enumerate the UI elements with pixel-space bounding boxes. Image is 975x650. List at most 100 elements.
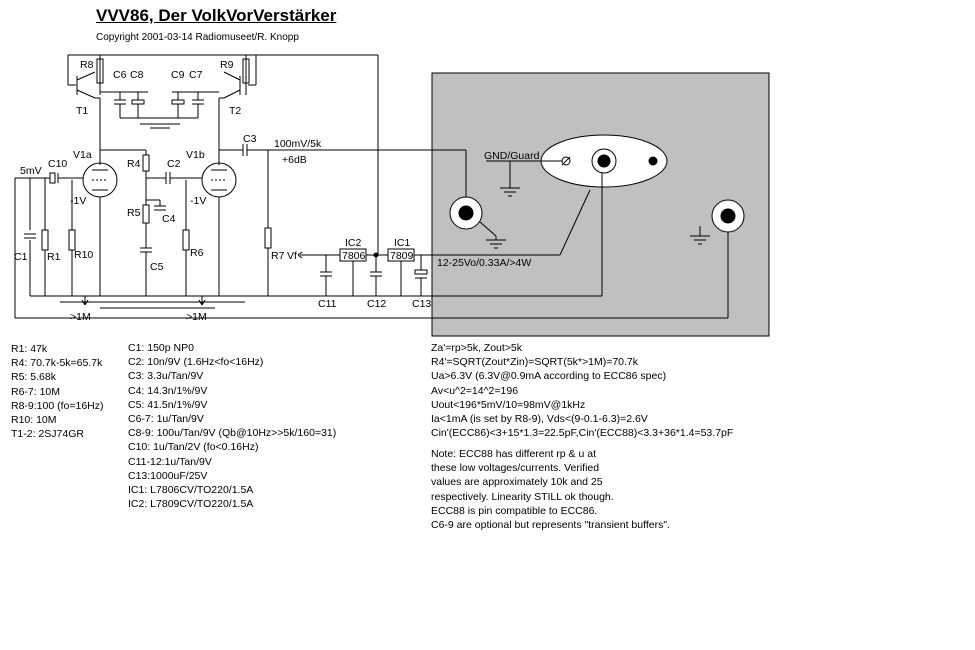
note-line: Note: ECC88 has different rp & u at xyxy=(431,448,596,460)
calculation-item: R4'=SQRT(Zout*Zin)=SQRT(5k*>1M)=70.7k xyxy=(431,356,639,369)
label-c4: C4 xyxy=(162,213,176,225)
capacitor-item: C1: 150p NP0 xyxy=(128,342,194,354)
r1-resistor xyxy=(41,229,49,251)
resistor-item: R10: 10M xyxy=(11,413,57,426)
c7-capacitor xyxy=(192,92,204,118)
r10-resistor xyxy=(68,229,76,251)
label-r7: R7 xyxy=(271,250,285,262)
calculation-item: Av<u^2=14^2=196 xyxy=(431,384,519,397)
capacitor-item: C3: 3.3u/Tan/9V xyxy=(128,370,204,383)
label-r8: R8 xyxy=(80,59,94,71)
label-r5: R5 xyxy=(127,207,141,219)
note-line: ECC88 is pin compatible to ECC86. xyxy=(431,504,598,517)
capacitor-item: C11-12:1u/Tan/9V xyxy=(128,455,212,468)
note-block: Note: ECC88 has different rp & u at thes… xyxy=(431,447,670,532)
resistor-list: R1: 47k R4: 70.7k-5k=65.7k R5: 5.68k R6-… xyxy=(11,342,104,441)
resistor-item: R4: 70.7k-5k=65.7k xyxy=(11,357,103,370)
label-ic2-part: 7806 xyxy=(342,250,366,262)
c6-capacitor xyxy=(114,92,126,118)
note-line: C6-9 are optional but represents "transi… xyxy=(431,518,670,531)
c2-capacitor xyxy=(165,172,171,184)
resistor-item: R1: 47k xyxy=(11,343,48,355)
label-gain: +6dB xyxy=(282,154,307,166)
capacitor-item: C10: 1u/Tan/2V (fo<0.16Hz) xyxy=(128,441,259,454)
capacitor-item: C6-7: 1u/Tan/9V xyxy=(128,412,204,425)
c13-capacitor xyxy=(414,269,428,279)
c9-capacitor xyxy=(171,92,185,118)
c1-capacitor xyxy=(24,233,36,239)
label-v1a: V1a xyxy=(73,149,92,161)
r8-resistor xyxy=(96,58,104,84)
c3-capacitor xyxy=(242,144,248,156)
capacitor-item: IC2: L7809CV/TO220/1.5A xyxy=(128,498,254,511)
resistor-item: R8-9:100 (fo=16Hz) xyxy=(11,399,104,412)
label-gnd-guard: GND/Guard xyxy=(484,150,540,162)
label-c10: C10 xyxy=(48,158,67,170)
label-supply: 12-25Vo/0.33A/>4W xyxy=(437,257,531,269)
capacitor-item: IC1: L7806CV/TO220/1.5A xyxy=(128,483,254,496)
label-c7: C7 xyxy=(189,69,203,81)
label-c6: C6 xyxy=(113,69,127,81)
capacitor-list: C1: 150p NP0 C2: 10n/9V (1.6Hz<fo<16Hz) … xyxy=(128,341,336,511)
note-line: these low voltages/currents. Verified xyxy=(431,462,600,475)
label-vf: Vf xyxy=(287,250,297,262)
c12-capacitor xyxy=(370,271,382,277)
label-c13: C13 xyxy=(412,298,431,310)
label-r1: R1 xyxy=(47,251,61,263)
calculation-item: Ua>6.3V (6.3V@0.9mA according to ECC86 s… xyxy=(431,370,667,383)
label-c8: C8 xyxy=(130,69,144,81)
label-t2: T2 xyxy=(229,105,241,117)
r7-resistor xyxy=(264,227,272,249)
resistor-item: T1-2: 2SJ74GR xyxy=(11,428,84,441)
label-c9: C9 xyxy=(171,69,185,81)
resistor-item: R5: 5.68k xyxy=(11,371,56,384)
c8-capacitor xyxy=(131,92,145,118)
calculation-item: Uout<196*5mV/10=98mV@1kHz xyxy=(431,398,586,411)
r6-resistor xyxy=(182,229,190,251)
capacitor-item: C13:1000uF/25V xyxy=(128,469,208,482)
label-c5: C5 xyxy=(150,261,164,273)
calculation-item: Cin'(ECC86)<3+15*1.3=22.5pF,Cin'(ECC88)<… xyxy=(431,427,734,440)
label-v1b: V1b xyxy=(186,149,205,161)
label-c12: C12 xyxy=(367,298,386,310)
c4-capacitor xyxy=(154,205,166,211)
t1-transistor xyxy=(67,55,96,99)
c5-capacitor xyxy=(140,247,152,253)
label-r9: R9 xyxy=(220,59,234,71)
c11-capacitor xyxy=(320,271,332,277)
label-ic1-part: 7809 xyxy=(390,250,414,262)
label-bias-a: -1V xyxy=(70,195,86,207)
r9-resistor xyxy=(242,58,250,84)
capacitor-item: C2: 10n/9V (1.6Hz<fo<16Hz) xyxy=(128,356,264,369)
label-signal-out: 100mV/5k xyxy=(274,138,322,150)
r5-resistor xyxy=(142,204,150,224)
t2-transistor xyxy=(223,55,257,99)
label-input-a: >1M xyxy=(70,311,91,323)
label-input-b: >1M xyxy=(186,311,207,323)
label-r4: R4 xyxy=(127,158,141,170)
label-c3: C3 xyxy=(243,133,257,145)
label-ic1: IC1 xyxy=(394,237,411,249)
copyright-line: Copyright 2001-03-14 Radiomuseet/R. Knop… xyxy=(96,32,299,43)
label-ic2: IC2 xyxy=(345,237,362,249)
calculation-list: Za'=rp>5k, Zout>5k R4'=SQRT(Zout*Zin)=SQ… xyxy=(431,341,733,440)
note-line: values are approximately 10k and 25 xyxy=(431,476,603,489)
capacitor-item: C5: 41.5n/1%/9V xyxy=(128,398,208,411)
label-signal-in: 5mV xyxy=(20,165,42,177)
label-c2: C2 xyxy=(167,158,181,170)
r4-resistor xyxy=(142,154,150,172)
schematic-title: VVV86, Der VolkVorVerstärker xyxy=(96,6,337,25)
label-r6: R6 xyxy=(190,247,204,259)
label-t1: T1 xyxy=(76,105,88,117)
calculation-item: Za'=rp>5k, Zout>5k xyxy=(431,342,523,354)
capacitor-item: C4: 14.3n/1%/9V xyxy=(128,384,208,397)
resistor-item: R6-7: 10M xyxy=(11,385,61,398)
calculation-item: Ia<1mA (is set by R8-9), Vds<(9-0.1-6.3)… xyxy=(431,412,648,425)
label-bias-b: -1V xyxy=(190,195,206,207)
note-line: respectively. Linearity STILL ok though. xyxy=(431,490,614,503)
label-r10: R10 xyxy=(74,249,93,261)
label-c1: C1 xyxy=(14,251,28,263)
c10-capacitor xyxy=(49,172,59,184)
capacitor-item: C8-9: 100u/Tan/9V (Qb@10Hz>>5k/160=31) xyxy=(128,427,337,440)
